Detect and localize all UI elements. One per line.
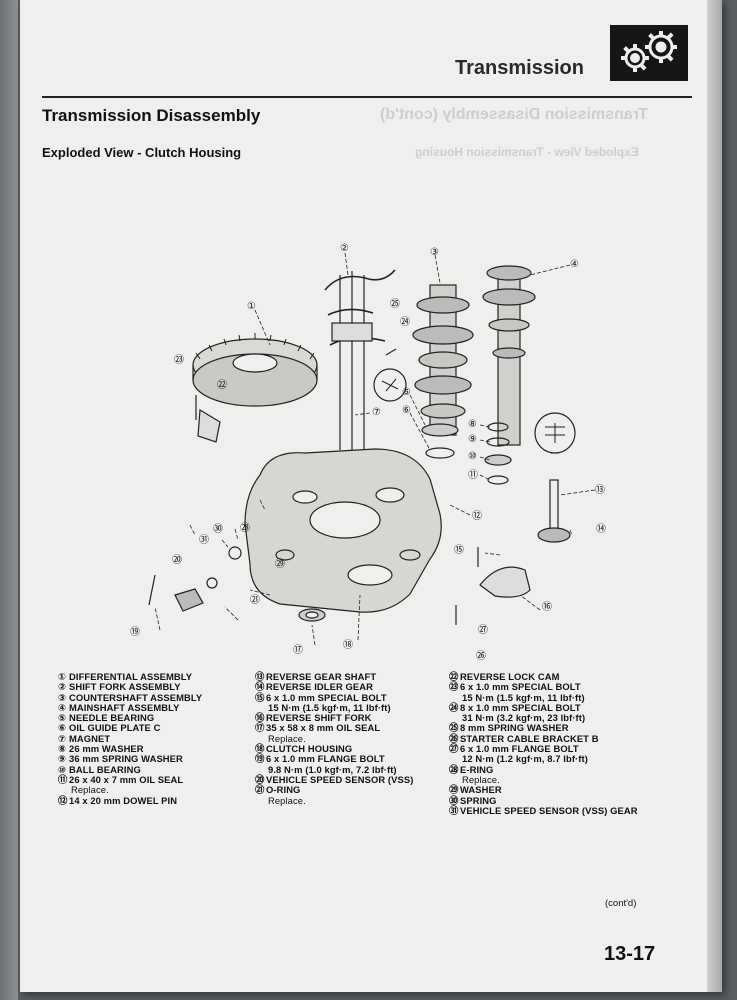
header-rule <box>42 96 692 98</box>
section-title: Transmission <box>455 57 584 79</box>
callout-18: ⑱ <box>343 639 353 651</box>
callout-9: ⑨ <box>468 434 477 445</box>
callout-21: ㉑ <box>250 594 260 606</box>
callout-3: ③ <box>430 247 439 258</box>
callout-24: ㉔ <box>400 316 410 328</box>
callout-30: ㉚ <box>213 523 223 535</box>
callout-22: ㉒ <box>217 379 227 391</box>
shift-fork-rods <box>339 271 365 450</box>
callout-20: ⑳ <box>172 554 182 566</box>
callout-8: ⑧ <box>468 419 477 430</box>
callout-12: ⑫ <box>472 510 482 522</box>
callout-13: ⑬ <box>595 484 605 496</box>
continued-note: (cont'd) <box>605 898 637 909</box>
callout-6: ⑥ <box>402 405 411 416</box>
page-subtitle: Exploded View - Clutch Housing <box>42 145 242 160</box>
callout-23: ㉓ <box>174 354 184 366</box>
callout-14: ⑭ <box>596 523 606 535</box>
callout-17: ⑰ <box>293 644 303 656</box>
callout-10: ⑩ <box>468 451 477 462</box>
legend-note: Replace. <box>268 794 306 806</box>
gears-icon <box>610 25 688 81</box>
callout-26: ㉖ <box>476 650 486 662</box>
callout-11: ⑪ <box>468 469 478 481</box>
callout-4: ④ <box>570 259 579 270</box>
callout-16: ⑯ <box>542 601 552 613</box>
legend-note: Replace. <box>71 784 109 796</box>
legend-spec: 15 N·m (1.5 kgf·m, 11 lbf·ft) <box>268 701 391 713</box>
callout-19: ⑲ <box>130 626 140 638</box>
previous-page-edge <box>0 0 18 1000</box>
legend-note: Replace. <box>462 773 500 785</box>
legend-spec: 15 N·m (1.5 kgf·m, 11 lbf·ft) <box>462 691 585 703</box>
legend-spec: 31 N·m (3.2 kgf·m, 23 lbf·ft) <box>462 712 586 724</box>
legend-note: Replace. <box>268 732 306 744</box>
page-stack-edge <box>707 0 722 992</box>
callout-5: ⑤ <box>402 387 411 398</box>
callout-31: ㉛ <box>199 534 209 546</box>
page-title: Transmission Disassembly <box>42 106 261 125</box>
legend-spec: 9.8 N·m (1.0 kgf·m, 7.2 lbf·ft) <box>268 763 397 775</box>
bleed-through-title: Transmission Disassembly (cont'd) <box>380 106 648 123</box>
callout-25: ㉕ <box>390 298 400 310</box>
callout-15: ⑮ <box>454 544 464 556</box>
page-number: 13-17 <box>604 943 656 965</box>
callout-1: ① <box>247 301 256 312</box>
callout-7: ⑦ <box>372 407 381 418</box>
callout-27: ㉗ <box>478 624 488 636</box>
bleed-through-subtitle: Exploded View - Transmission Housing <box>415 145 639 159</box>
manual-page: Transmission Disassembly (cont'd) Explod… <box>20 0 722 992</box>
callout-2: ② <box>340 243 349 254</box>
exploded-view-diagram: ① ② ③ ④ ⑤ ⑥ ⑦ ⑧ ⑨ ⑩ ⑪ ⑫ ⑬ ⑭ ⑮ ⑯ ⑰ ⑱ ⑲ ⑳ … <box>130 243 606 662</box>
callout-28: ㉘ <box>240 522 250 534</box>
callout-29: ㉙ <box>275 558 285 570</box>
legend-spec: 12 N·m (1.2 kgf·m, 8.7 lbf·ft) <box>462 753 588 765</box>
